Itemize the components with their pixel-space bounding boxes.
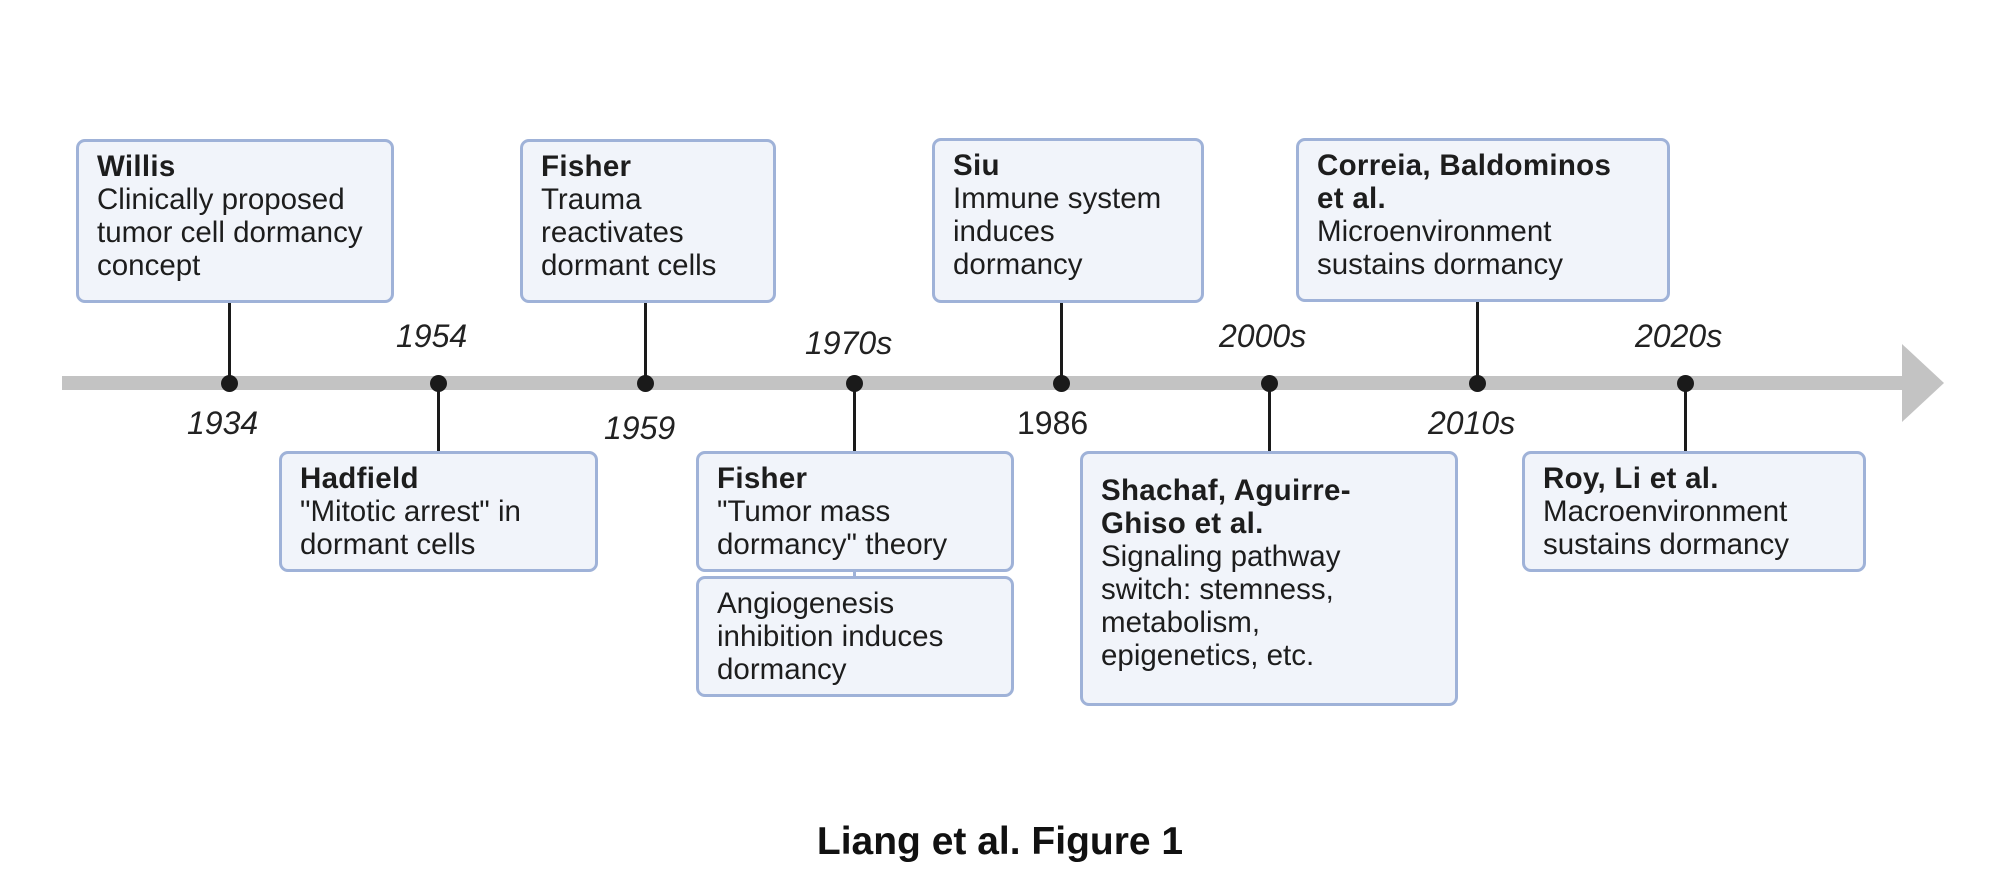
stem-1934: [228, 300, 231, 383]
event-description: Microenvironment sustains dormancy: [1317, 215, 1563, 281]
event-box-willis: Willis Clinically proposed tumor cell do…: [76, 139, 394, 303]
event-author: Hadfield: [300, 462, 419, 495]
timeline-dot: [846, 375, 863, 392]
event-description: "Mitotic arrest" in dormant cells: [300, 495, 521, 561]
year-label: 1954: [396, 318, 468, 354]
event-box-fisher-1959: Fisher Trauma reactivates dormant cells: [520, 139, 776, 303]
timeline-dot: [637, 375, 654, 392]
event-author: Fisher: [717, 462, 808, 495]
year-label: 2020s: [1635, 318, 1723, 354]
event-author: Correia, Baldominos et al.: [1317, 149, 1612, 215]
event-description: Trauma reactivates dormant cells: [541, 183, 717, 282]
event-author: Roy, Li et al.: [1543, 462, 1719, 495]
year-label: 2010s: [1428, 405, 1516, 441]
event-description: Immune system induces dormancy: [953, 182, 1162, 281]
event-author: Shachaf, Aguirre-Ghiso et al.: [1101, 474, 1351, 540]
stem-2000s: [1268, 383, 1271, 453]
year-label: 1959: [604, 410, 676, 446]
timeline-dot: [1053, 375, 1070, 392]
figure-caption: Liang et al. Figure 1: [816, 820, 1184, 863]
event-box-hadfield: Hadfield "Mitotic arrest" in dormant cel…: [279, 451, 598, 572]
event-description: Clinically proposed tumor cell dormancy …: [97, 183, 363, 282]
year-label: 1970s: [805, 325, 893, 361]
event-description: Macroenvironment sustains dormancy: [1543, 495, 1789, 561]
event-box-siu: Siu Immune system induces dormancy: [932, 138, 1204, 303]
event-author: Fisher: [541, 150, 632, 183]
year-label: 2000s: [1219, 318, 1307, 354]
event-description: Angiogenesis inhibition induces dormancy: [717, 587, 944, 686]
event-description: Signaling pathway switch: stemness, meta…: [1101, 540, 1341, 672]
year-label: 1934: [187, 405, 259, 441]
timeline-dot: [430, 375, 447, 392]
stem-1986: [1060, 300, 1063, 383]
stem-2010s: [1476, 300, 1479, 383]
stem-1970s-extra: [853, 566, 856, 580]
stem-1954: [437, 383, 440, 453]
event-description: "Tumor mass dormancy" theory: [717, 495, 948, 561]
timeline-dot: [1677, 375, 1694, 392]
event-box-fisher-1970s: Fisher "Tumor mass dormancy" theory: [696, 451, 1014, 572]
event-author: Siu: [953, 149, 1000, 182]
event-author: Willis: [97, 150, 176, 183]
year-label: 1986: [1017, 405, 1089, 441]
stem-1970s: [853, 383, 856, 453]
stem-1959: [644, 300, 647, 383]
timeline-dot: [221, 375, 238, 392]
timeline-arrowhead: [1902, 344, 1944, 422]
event-box-roy: Roy, Li et al. Macroenvironment sustains…: [1522, 451, 1866, 572]
timeline-axis: [62, 376, 1912, 390]
event-box-correia: Correia, Baldominos et al. Microenvironm…: [1296, 138, 1670, 302]
event-box-angiogenesis: Angiogenesis inhibition induces dormancy: [696, 576, 1014, 697]
stem-2020s: [1684, 383, 1687, 453]
timeline-dot: [1261, 375, 1278, 392]
event-box-shachaf: Shachaf, Aguirre-Ghiso et al. Signaling …: [1080, 451, 1458, 706]
timeline-dot: [1469, 375, 1486, 392]
